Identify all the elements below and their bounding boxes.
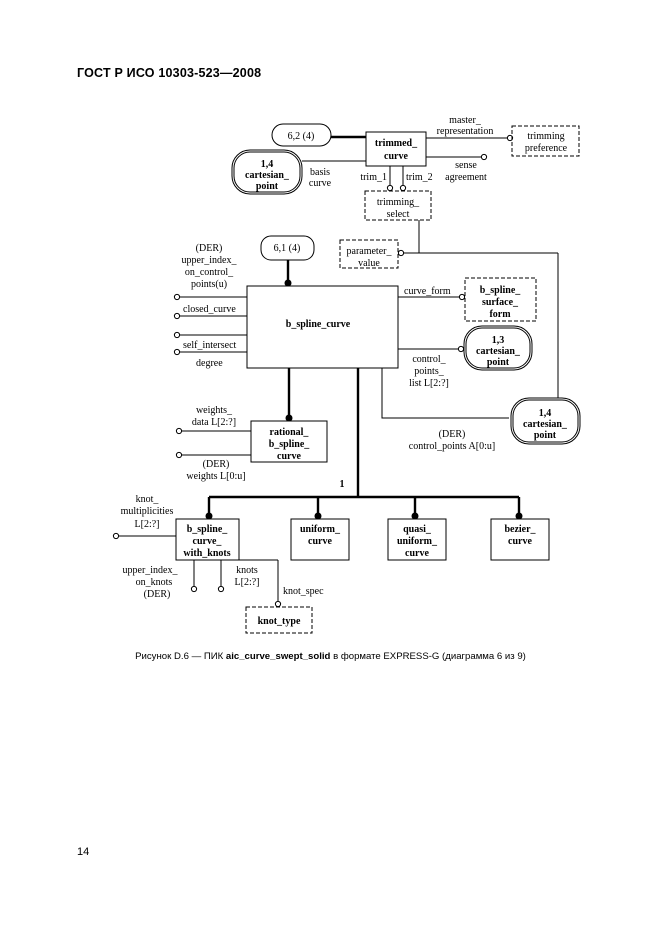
attr-upper-index-1: upper_index_ [182, 255, 238, 266]
attr-upper-index-2: on_control_ [185, 267, 234, 278]
attr-closed-curve: closed_curve [183, 304, 236, 315]
ref-cartesian-point-a-label-2: cartesian_ [245, 170, 290, 181]
ref-cartesian-point-b-label-3: point [487, 357, 510, 368]
attr-upper-index-der: (DER) [196, 243, 223, 254]
entity-quasi-uniform-curve-label-3: curve [405, 548, 429, 559]
entity-rational-b-spline-curve-box [250, 420, 328, 463]
ref-cartesian-point-a-box [231, 149, 303, 195]
entity-quasi-uniform-curve-box [387, 518, 447, 561]
document-header: ГОСТ Р ИСО 10303-523—2008 [77, 66, 262, 80]
entity-quasi-uniform-curve-label-1: quasi_ [403, 524, 432, 535]
attr-weights-der: (DER) [203, 459, 230, 470]
type-b-spline-surface-form-label-2: surface_ [482, 297, 519, 308]
attr-control-points-list-3: list L[2:?] [409, 378, 449, 389]
attr-weights: weights L[0:u] [186, 471, 245, 482]
caption-entity: aic_curve_swept_solid [225, 651, 331, 662]
type-parameter-value-box [339, 239, 399, 269]
entity-b-spline-curve-with-knots-label-2: curve_ [193, 536, 223, 547]
attr-knot-multiplicities-3: L[2:?] [135, 519, 160, 530]
attr-degree: degree [196, 358, 223, 369]
entity-uniform-curve-box [290, 518, 350, 561]
attr-self-intersect: self_intersect [183, 340, 237, 351]
type-knot-type-label: knot_type [258, 616, 301, 627]
ref-6-2-box [271, 123, 332, 147]
ref-cartesian-point-c-label-2: cartesian_ [523, 419, 568, 430]
attr-basis-curve-2: curve [309, 178, 332, 189]
type-b-spline-surface-form-box [464, 277, 537, 322]
attr-trim-2: trim_2 [406, 172, 433, 183]
entity-b-spline-curve-box [246, 285, 399, 369]
attr-knots-1: knots [236, 565, 258, 576]
attr-control-points-list-2: points_ [414, 366, 444, 377]
ref-6-2-label: 6,2 (4) [288, 131, 315, 142]
attr-basis-curve-1: basis [310, 167, 330, 178]
entity-b-spline-curve-with-knots-box [175, 518, 240, 561]
attr-sense-agreement-2: agreement [445, 172, 487, 183]
type-parameter-value-label-1: parameter_ [347, 246, 393, 257]
ref-cartesian-point-b-label-2: cartesian_ [476, 346, 521, 357]
ref-cartesian-point-b-box [463, 325, 533, 371]
attr-control-points-list-1: control_ [412, 354, 446, 365]
entity-trimmed-curve-box [365, 131, 427, 167]
ref-cartesian-point-c-label-1: 1,4 [539, 408, 552, 419]
type-trimming-preference-label-2: preference [525, 143, 568, 154]
entity-rational-b-spline-curve-label-3: curve [277, 451, 301, 462]
entity-trimmed-curve-label-1: trimmed_ [375, 138, 418, 149]
type-knot-type-box [245, 606, 313, 634]
attr-trim-1: trim_1 [360, 172, 387, 183]
ref-cartesian-point-b-label-1: 1,3 [492, 335, 505, 346]
caption-suffix: в формате EXPRESS-G (диаграмма 6 из 9) [330, 651, 526, 662]
type-trimming-select-label-2: select [387, 209, 410, 220]
attr-master-representation-2: representation [437, 126, 494, 137]
entity-b-spline-curve-with-knots-label-1: b_spline_ [187, 524, 229, 535]
type-b-spline-surface-form-label-1: b_spline_ [480, 285, 522, 296]
entity-bezier-curve-label-1: bezier_ [504, 524, 536, 535]
entity-quasi-uniform-curve-label-2: uniform_ [397, 536, 438, 547]
attr-weights-data-2: data L[2:?] [192, 417, 236, 428]
attr-upper-index-on-knots-2: on_knots [136, 577, 173, 588]
ref-6-1-label: 6,1 (4) [274, 243, 301, 254]
figure-caption: Рисунок D.6 — ПИК aic_curve_swept_solid … [0, 651, 661, 662]
caption-prefix: Рисунок D.6 — ПИК [135, 651, 226, 662]
entity-b-spline-curve-with-knots-label-3: with_knots [183, 548, 230, 559]
type-trimming-select-box [364, 190, 432, 221]
attr-control-points-array: control_points A[0:u] [409, 441, 495, 452]
entity-b-spline-curve-label: b_spline_curve [286, 319, 351, 330]
attr-control-points-der: (DER) [439, 429, 466, 440]
type-b-spline-surface-form-label-3: form [489, 309, 511, 320]
attr-weights-data-1: weights_ [196, 405, 233, 416]
type-trimming-preference-box [511, 125, 580, 157]
ref-cartesian-point-c-label-3: point [534, 430, 557, 441]
entity-trimmed-curve-label-2: curve [384, 151, 408, 162]
entity-rational-b-spline-curve-label-1: rational_ [270, 427, 310, 438]
ref-cartesian-point-a-label-3: point [256, 181, 279, 192]
entity-rational-b-spline-curve-label-2: b_spline_ [269, 439, 311, 450]
type-parameter-value-label-2: value [358, 258, 380, 269]
entity-bezier-curve-label-2: curve [508, 536, 532, 547]
type-trimming-preference-label-1: trimming [527, 131, 564, 142]
type-trimming-select-label-1: trimming_ [377, 197, 420, 208]
ref-cartesian-point-c-box [510, 397, 581, 445]
attr-knot-spec: knot_spec [283, 586, 324, 597]
supertype-one-of-label: 1 [340, 479, 345, 490]
attr-upper-index-on-knots-1: upper_index_ [123, 565, 179, 576]
attr-master-representation-1: master_ [449, 115, 482, 126]
attr-knot-multiplicities-2: multiplicities [121, 506, 174, 517]
attr-curve-form: curve_form [404, 286, 451, 297]
entity-uniform-curve-label-2: curve [308, 536, 332, 547]
entity-uniform-curve-label-1: uniform_ [300, 524, 341, 535]
attr-knot-multiplicities-1: knot_ [136, 494, 160, 505]
ref-cartesian-point-a-label-1: 1,4 [261, 159, 274, 170]
page-number: 14 [77, 846, 90, 858]
attr-upper-index-on-knots-3: (DER) [144, 589, 171, 600]
attr-upper-index-3: points(u) [191, 279, 227, 290]
attr-knots-2: L[2:?] [235, 577, 260, 588]
attr-sense-agreement-1: sense [455, 160, 477, 171]
entity-bezier-curve-box [490, 518, 550, 561]
